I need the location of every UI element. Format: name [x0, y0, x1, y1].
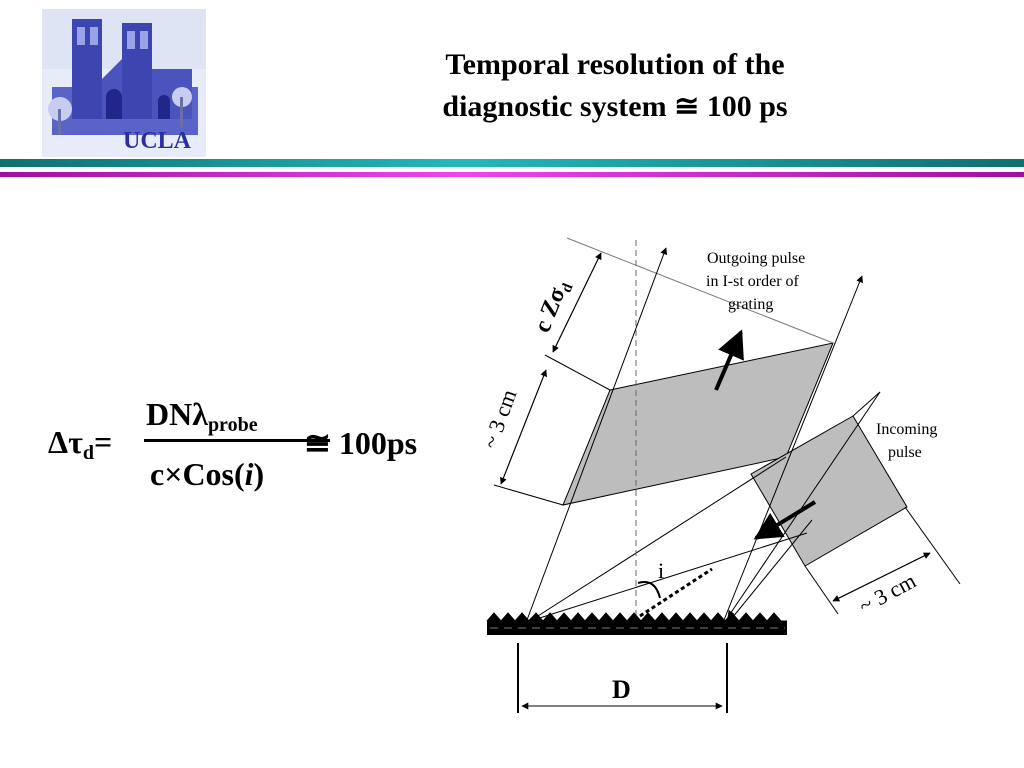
- magenta-rule: [0, 172, 1024, 177]
- title-line-1: Temporal resolution of the: [445, 48, 785, 81]
- normal-dotted-line: [639, 567, 713, 618]
- direction-arrows: [500, 247, 931, 710]
- building-illustration: [42, 9, 206, 157]
- angle-label: i: [658, 558, 664, 583]
- formula-lhs: Δτd=: [48, 424, 113, 464]
- pulse-width-label-left: ~ 3 cm: [477, 386, 521, 452]
- ucla-logo: [42, 9, 206, 157]
- diffraction-grating: [486, 612, 787, 635]
- grating-width-label: D: [612, 675, 631, 704]
- fraction-bar: [144, 439, 330, 442]
- logo-text: UCLA: [123, 128, 192, 154]
- formula-numerator: DNλprobe: [146, 396, 258, 436]
- formula-result: ≅ 100ps: [304, 425, 418, 461]
- grating-diagram: Outgoing pulse in I-st order of grating …: [477, 237, 961, 713]
- angle-arc: [637, 581, 661, 599]
- resolution-formula: Δτd= DNλprobe c×Cos(i) ≅ 100ps: [48, 396, 428, 496]
- formula-denominator: c×Cos(i): [150, 456, 265, 492]
- title-line-2: diagnostic system ≅ 100 ps: [442, 90, 788, 123]
- pulse-width-label-right: ~ 3 cm: [855, 568, 920, 619]
- incoming-pulse: [750, 415, 908, 567]
- teal-rule: [0, 159, 1024, 167]
- delay-label: c Zσd: [529, 276, 576, 338]
- incoming-pulse-label: Incoming pulse: [876, 421, 941, 461]
- outgoing-pulse-label: Outgoing pulse in I-st order of grating: [706, 250, 809, 313]
- page-title: Temporal resolution of the diagnostic sy…: [380, 44, 850, 128]
